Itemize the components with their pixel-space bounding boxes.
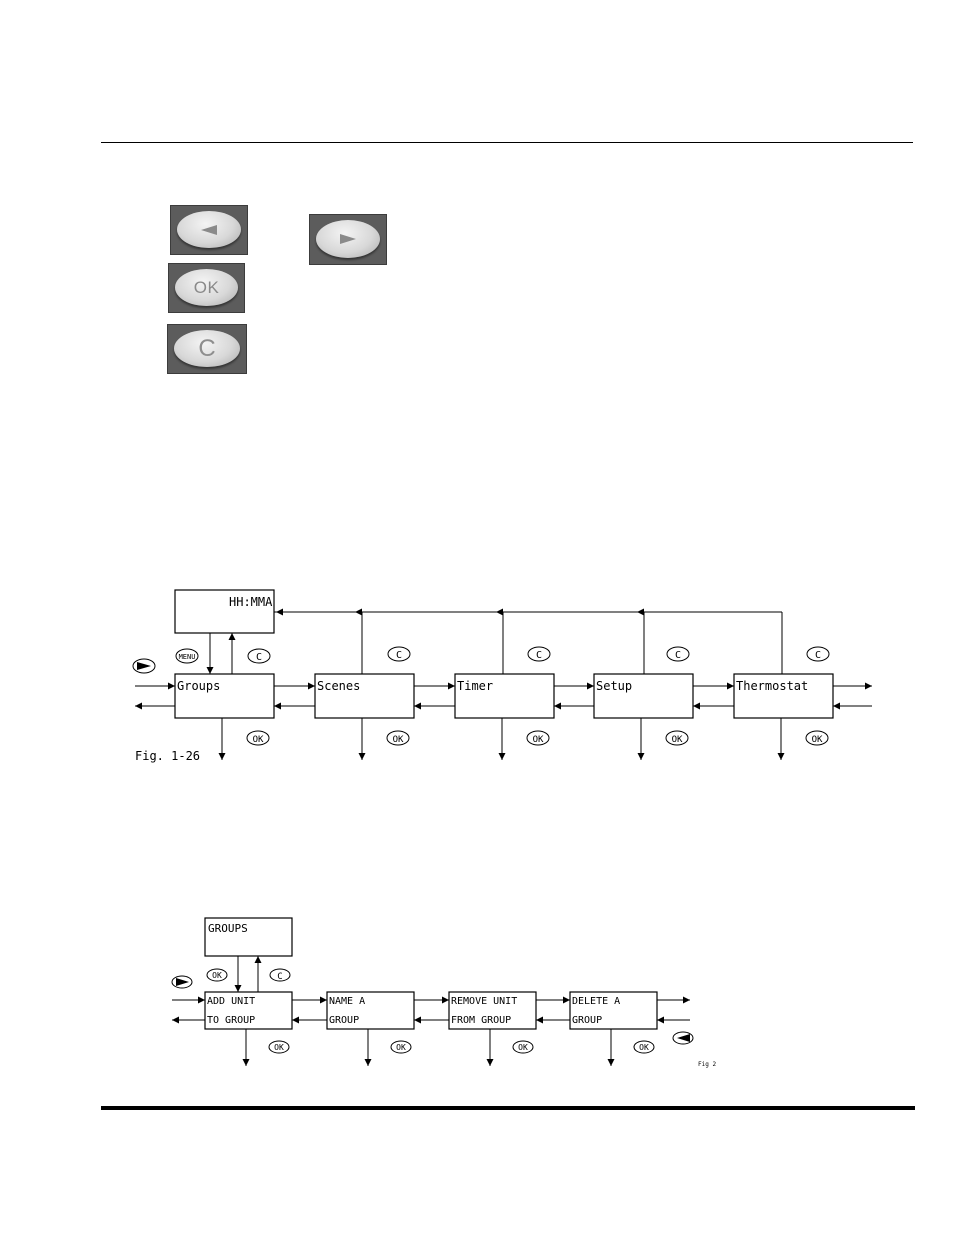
svg-text:C: C: [277, 972, 282, 982]
ok-key-icon: OK: [634, 1041, 654, 1053]
group-item-box: NAME A GROUP: [327, 992, 414, 1029]
group-item-line2: TO GROUP: [207, 1015, 255, 1026]
ok-key-icon: OK: [391, 1041, 411, 1053]
clear-key-icon: C: [270, 969, 290, 982]
groups-title-text: GROUPS: [208, 922, 248, 935]
svg-text:OK: OK: [396, 1043, 406, 1052]
group-item-line1: ADD UNIT: [207, 996, 255, 1007]
footer-rule: [101, 1106, 915, 1110]
group-item-line1: REMOVE UNIT: [451, 996, 517, 1007]
group-item-line2: GROUP: [329, 1015, 359, 1026]
group-item-line2: FROM GROUP: [451, 1015, 511, 1026]
right-key-icon: [172, 976, 192, 988]
group-item-box: ADD UNIT TO GROUP: [205, 992, 292, 1029]
left-key-icon: [673, 1032, 693, 1044]
group-item-line1: NAME A: [329, 996, 365, 1007]
group-item-box: DELETE A GROUP: [570, 992, 657, 1029]
svg-text:OK: OK: [518, 1043, 528, 1052]
svg-text:OK: OK: [639, 1043, 649, 1052]
group-item-line2: GROUP: [572, 1015, 602, 1026]
svg-text:OK: OK: [274, 1043, 284, 1052]
svg-text:OK: OK: [212, 971, 222, 980]
ok-key-icon: OK: [207, 969, 227, 981]
figure-caption-2: Fig 2: [698, 1061, 716, 1068]
group-item-box: REMOVE UNIT FROM GROUP: [449, 992, 536, 1029]
ok-key-icon: OK: [269, 1041, 289, 1053]
ok-key-icon: OK: [513, 1041, 533, 1053]
group-item-line1: DELETE A: [572, 996, 620, 1007]
